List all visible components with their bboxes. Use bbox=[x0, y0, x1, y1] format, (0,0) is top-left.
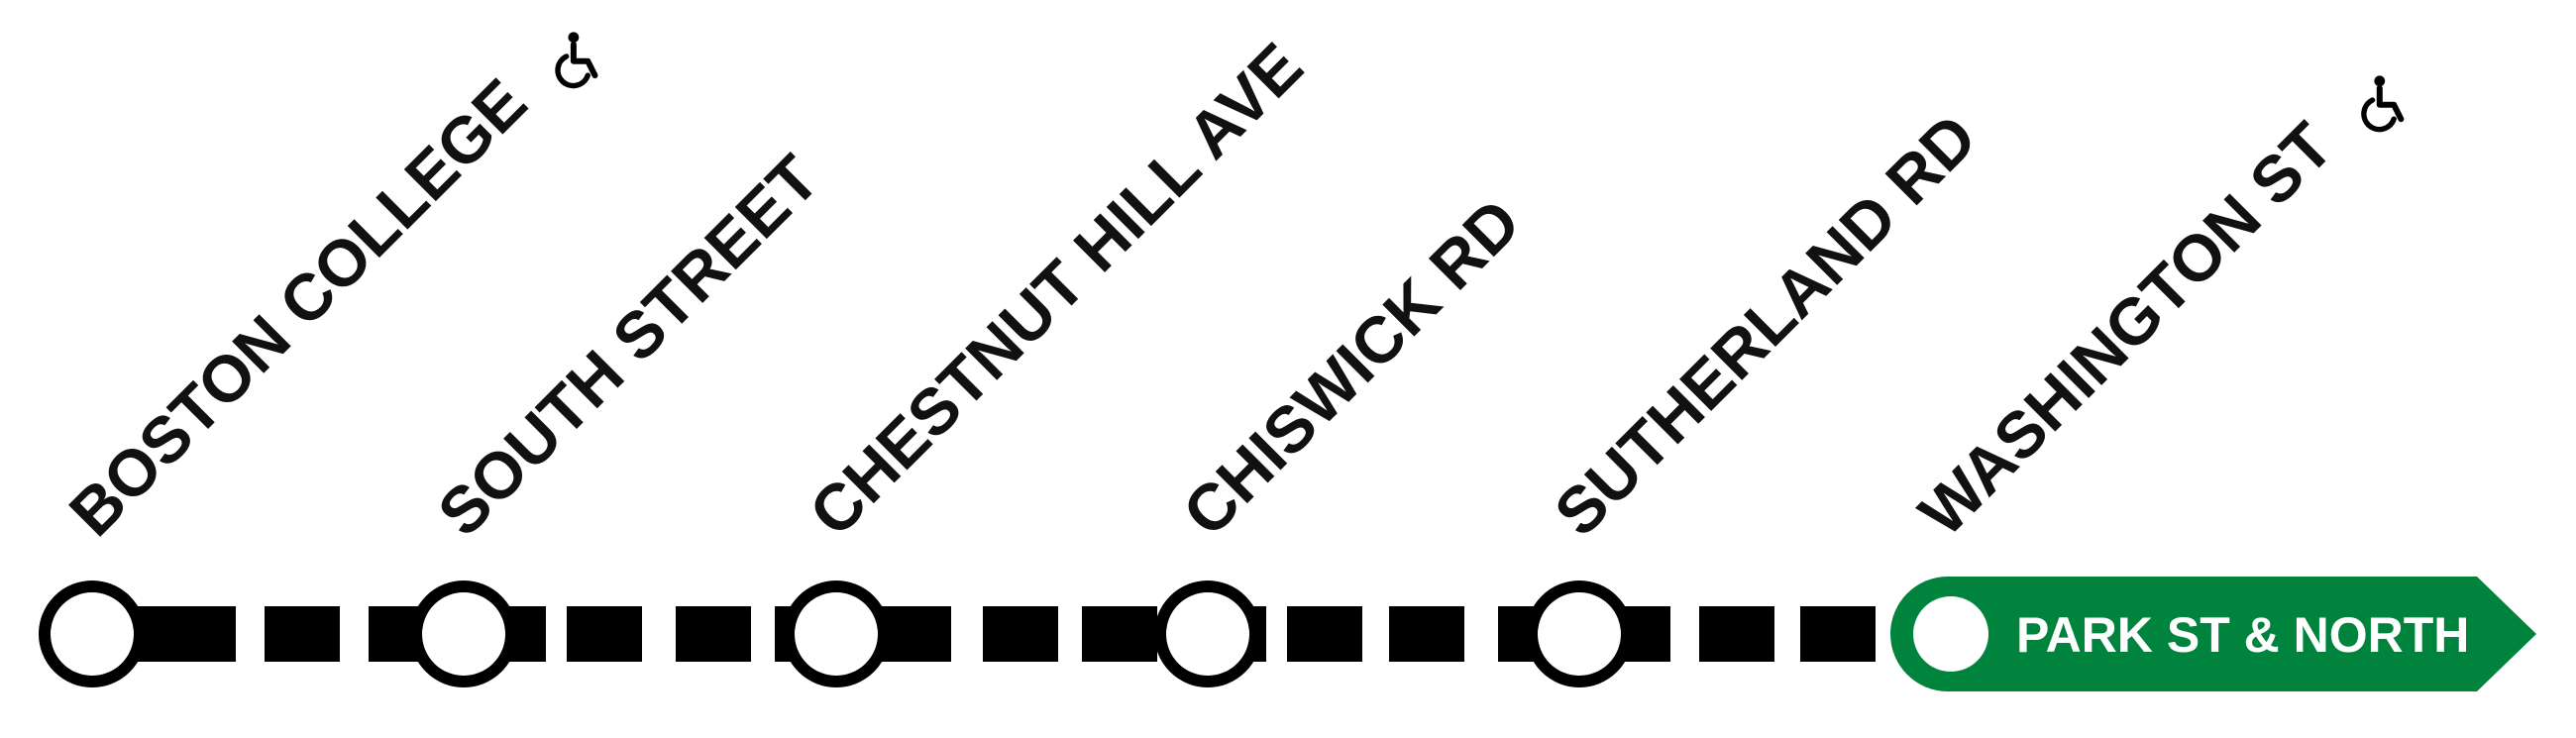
station-marker bbox=[1526, 580, 1633, 687]
station-marker bbox=[783, 580, 890, 687]
station-marker bbox=[1154, 580, 1261, 687]
track-segment bbox=[567, 606, 642, 662]
dashed-track bbox=[116, 606, 1978, 662]
track-segment bbox=[1082, 606, 1157, 662]
wheelchair-icon bbox=[2361, 75, 2405, 133]
destination-arrow-shape bbox=[1890, 577, 2536, 691]
track-segment bbox=[1389, 606, 1464, 662]
track-segment bbox=[265, 606, 340, 662]
station-label: WASHINGTON ST bbox=[1905, 108, 2347, 550]
track-segment bbox=[983, 606, 1058, 662]
station-marker bbox=[410, 580, 517, 687]
station-label: CHISWICK RD bbox=[1169, 184, 1535, 550]
track-segment bbox=[1800, 606, 1876, 662]
station-label: SOUTH STREET bbox=[424, 141, 833, 550]
track-segment bbox=[1287, 606, 1362, 662]
destination-station-marker bbox=[1913, 596, 1988, 672]
station-marker bbox=[39, 580, 146, 687]
destination-sign: PARK ST & NORTH bbox=[1890, 577, 2536, 691]
track-segment bbox=[1699, 606, 1774, 662]
wheelchair-icon bbox=[555, 32, 598, 89]
track-segment bbox=[676, 606, 751, 662]
track-segment bbox=[161, 606, 236, 662]
destination-label: PARK ST & NORTH bbox=[2016, 607, 2469, 663]
